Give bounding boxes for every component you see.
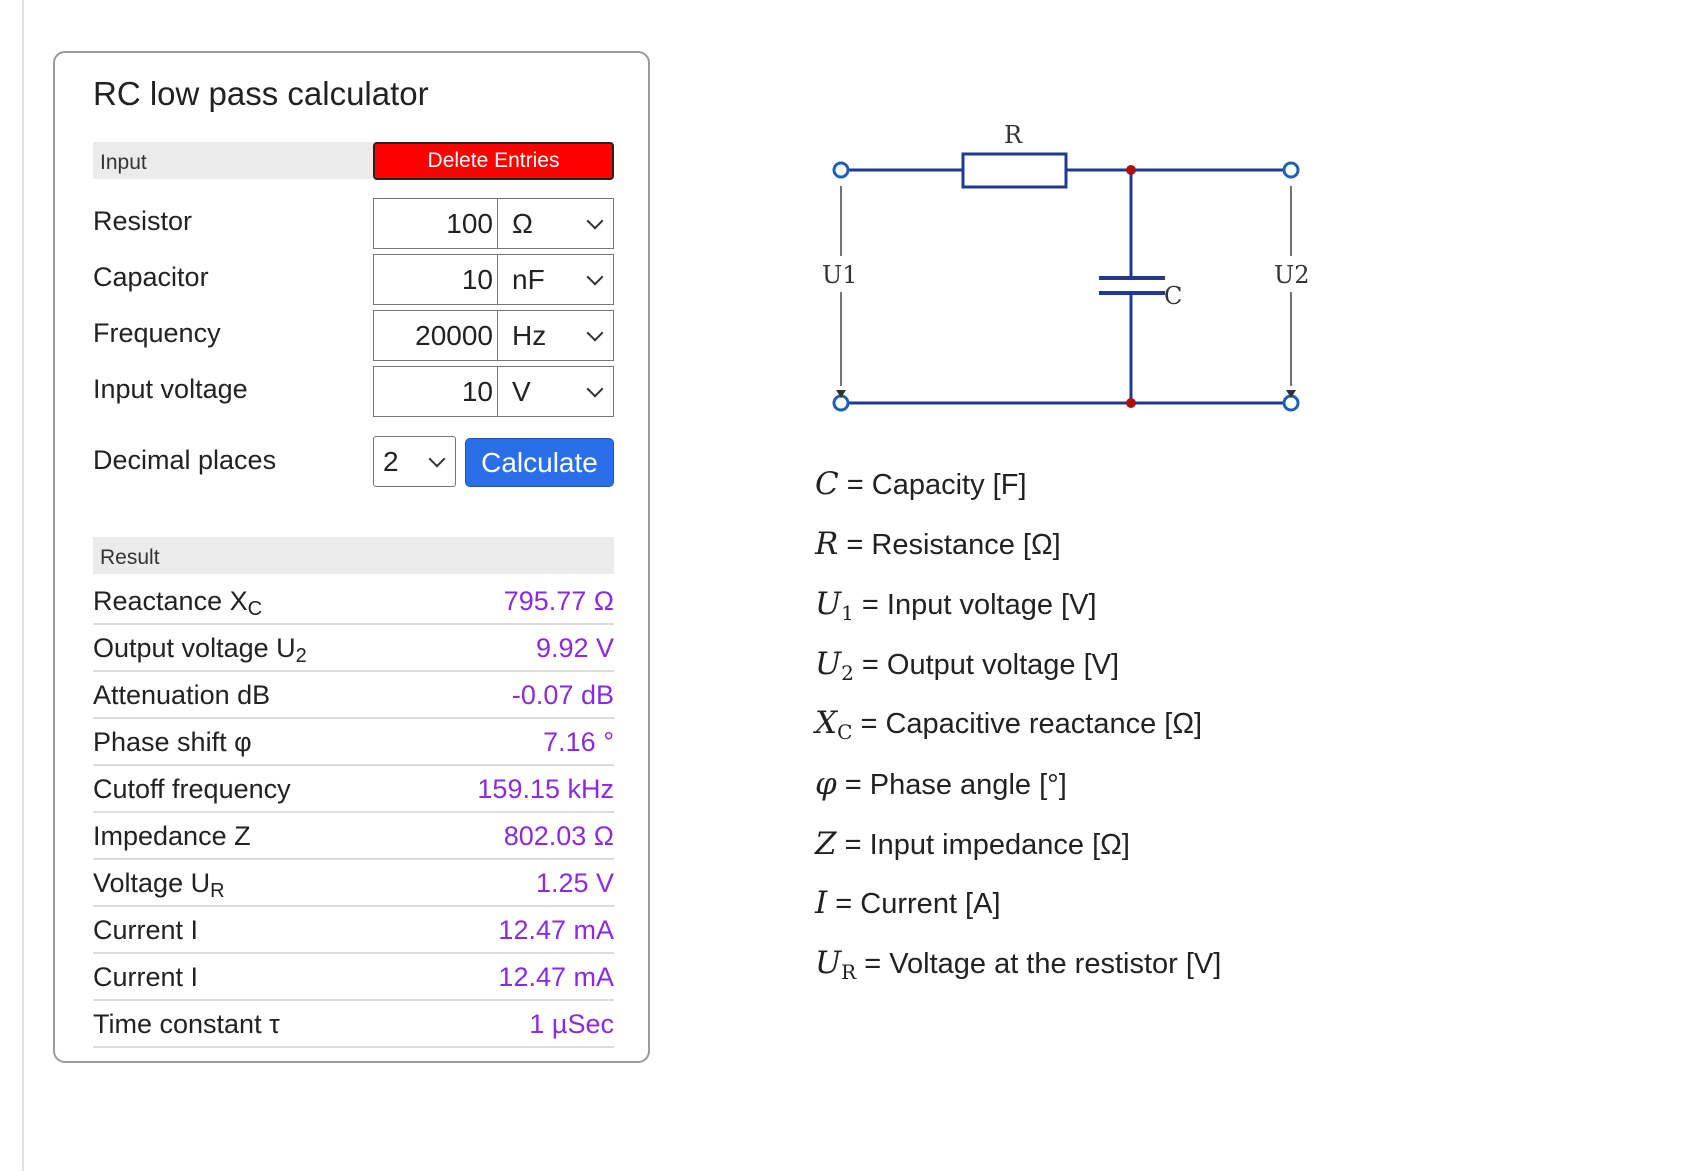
result-label: Impedance Z [93,821,251,851]
decimal-places-value: 2 [383,446,399,477]
junction-node [1126,398,1136,408]
result-value: 7.16 ° [543,727,614,757]
capacitor-input-group: 10 nF [373,254,614,305]
legend-item-input-voltage: U1 = Input voltage [V] [815,586,1097,625]
legend-item-resistance: R = Resistance [Ω] [815,526,1061,562]
capacitor-unit-value: nF [512,264,545,295]
capacitor-value-input[interactable]: 10 [374,255,498,304]
legend-item-capacity: C = Capacity [F] [815,466,1027,502]
decimal-places-label: Decimal places [93,445,277,475]
chevron-down-icon [586,324,604,342]
input-voltage-label: Input voltage [93,374,248,404]
calculator-title: RC low pass calculator [93,75,429,112]
result-value: 802.03 Ω [503,821,614,851]
result-label: Current I [93,962,199,992]
legend-item-output-voltage: U2 = Output voltage [V] [815,646,1120,685]
delete-entries-button[interactable]: Delete Entries [373,142,614,180]
rc-circuit-diagram: R C U1 U2 [822,121,1310,412]
resistor-unit-select[interactable]: Ω [498,199,613,248]
result-label: Attenuation dB [93,680,271,710]
legend-item-current: I = Current [A] [815,885,1001,921]
result-value: 795.77 Ω [503,586,614,616]
input-section-label: Input [100,151,147,174]
terminal [1282,394,1300,412]
result-value: 9.92 V [535,633,614,663]
capacitor-label-c: C [1164,282,1182,310]
capacitor-unit-select[interactable]: nF [498,255,613,304]
u2-label: U2 [1274,261,1310,289]
result-label: Time constant τ [93,1009,280,1039]
result-row-reactance: Reactance XC 795.77 Ω [93,579,614,625]
result-value: 159.15 kHz [477,774,614,804]
result-row-attenuation: Attenuation dB -0.07 dB [93,673,614,719]
result-label: Phase shift φ [93,727,252,757]
result-row-time-constant: Time constant τ 1 µSec [93,1002,614,1048]
legend-item-resistor-voltage: UR = Voltage at the restistor [V] [815,945,1222,984]
terminal [832,161,850,179]
result-row-output-voltage: Output voltage U2 9.92 V [93,626,614,672]
result-value: 1.25 V [535,868,614,898]
u1-label: U1 [822,261,858,289]
result-section-header: Result [93,537,614,574]
input-voltage-input-group: 10 V [373,366,614,417]
chevron-down-icon [586,268,604,286]
result-value: 12.47 mA [498,962,614,992]
resistor-input-group: 100 Ω [373,198,614,249]
result-row-phase-shift: Phase shift φ 7.16 ° [93,720,614,766]
result-row-cutoff-frequency: Cutoff frequency 159.15 kHz [93,767,614,813]
page-left-border [22,0,24,1171]
input-voltage-unit-value: V [512,376,531,407]
legend-item-input-impedance: Z = Input impedance [Ω] [815,826,1130,862]
result-row-impedance: Impedance Z 802.03 Ω [93,814,614,860]
frequency-label: Frequency [93,318,221,348]
calculator-card: RC low pass calculator Input Delete Entr… [53,51,650,1063]
arrow-down-icon [836,390,846,398]
input-voltage-value-input[interactable]: 10 [374,367,498,416]
resistor-value-input[interactable]: 100 [374,199,498,248]
terminal [832,394,850,412]
calculate-button[interactable]: Calculate [465,438,614,487]
resistor-label-r: R [1004,121,1023,149]
result-row-current: Current I 12.47 mA [93,908,614,954]
result-row-voltage-ur: Voltage UR 1.25 V [93,861,614,907]
legend-item-capacitive-reactance: XC = Capacitive reactance [Ω] [815,705,1203,744]
result-value: 12.47 mA [498,915,614,945]
junction-node [1126,165,1136,175]
frequency-unit-value: Hz [512,320,547,351]
terminal [1282,161,1300,179]
result-value: 1 µSec [529,1009,614,1039]
result-label: Output voltage U2 [93,633,307,667]
resistor-unit-value: Ω [512,208,533,239]
frequency-input-group: 20000 Hz [373,310,614,361]
result-label: Reactance XC [93,586,263,620]
chevron-down-icon [586,380,604,398]
result-label: Cutoff frequency [93,774,291,804]
result-label: Voltage UR [93,868,225,902]
arrow-down-icon [1286,390,1296,398]
result-section-label: Result [100,546,160,569]
result-value: -0.07 dB [511,680,614,710]
chevron-down-icon [586,212,604,230]
result-row-current-2: Current I 12.47 mA [93,955,614,1001]
frequency-value-input[interactable]: 20000 [374,311,498,360]
resistor-label: Resistor [93,206,193,236]
result-label: Current I [93,915,199,945]
capacitor-label: Capacitor [93,262,209,292]
chevron-down-icon [428,450,446,468]
legend-item-phase-angle: φ = Phase angle [°] [815,766,1067,802]
input-voltage-unit-select[interactable]: V [498,367,613,416]
decimal-places-select[interactable]: 2 [373,436,456,487]
resistor-symbol [961,152,1068,189]
frequency-unit-select[interactable]: Hz [498,311,613,360]
